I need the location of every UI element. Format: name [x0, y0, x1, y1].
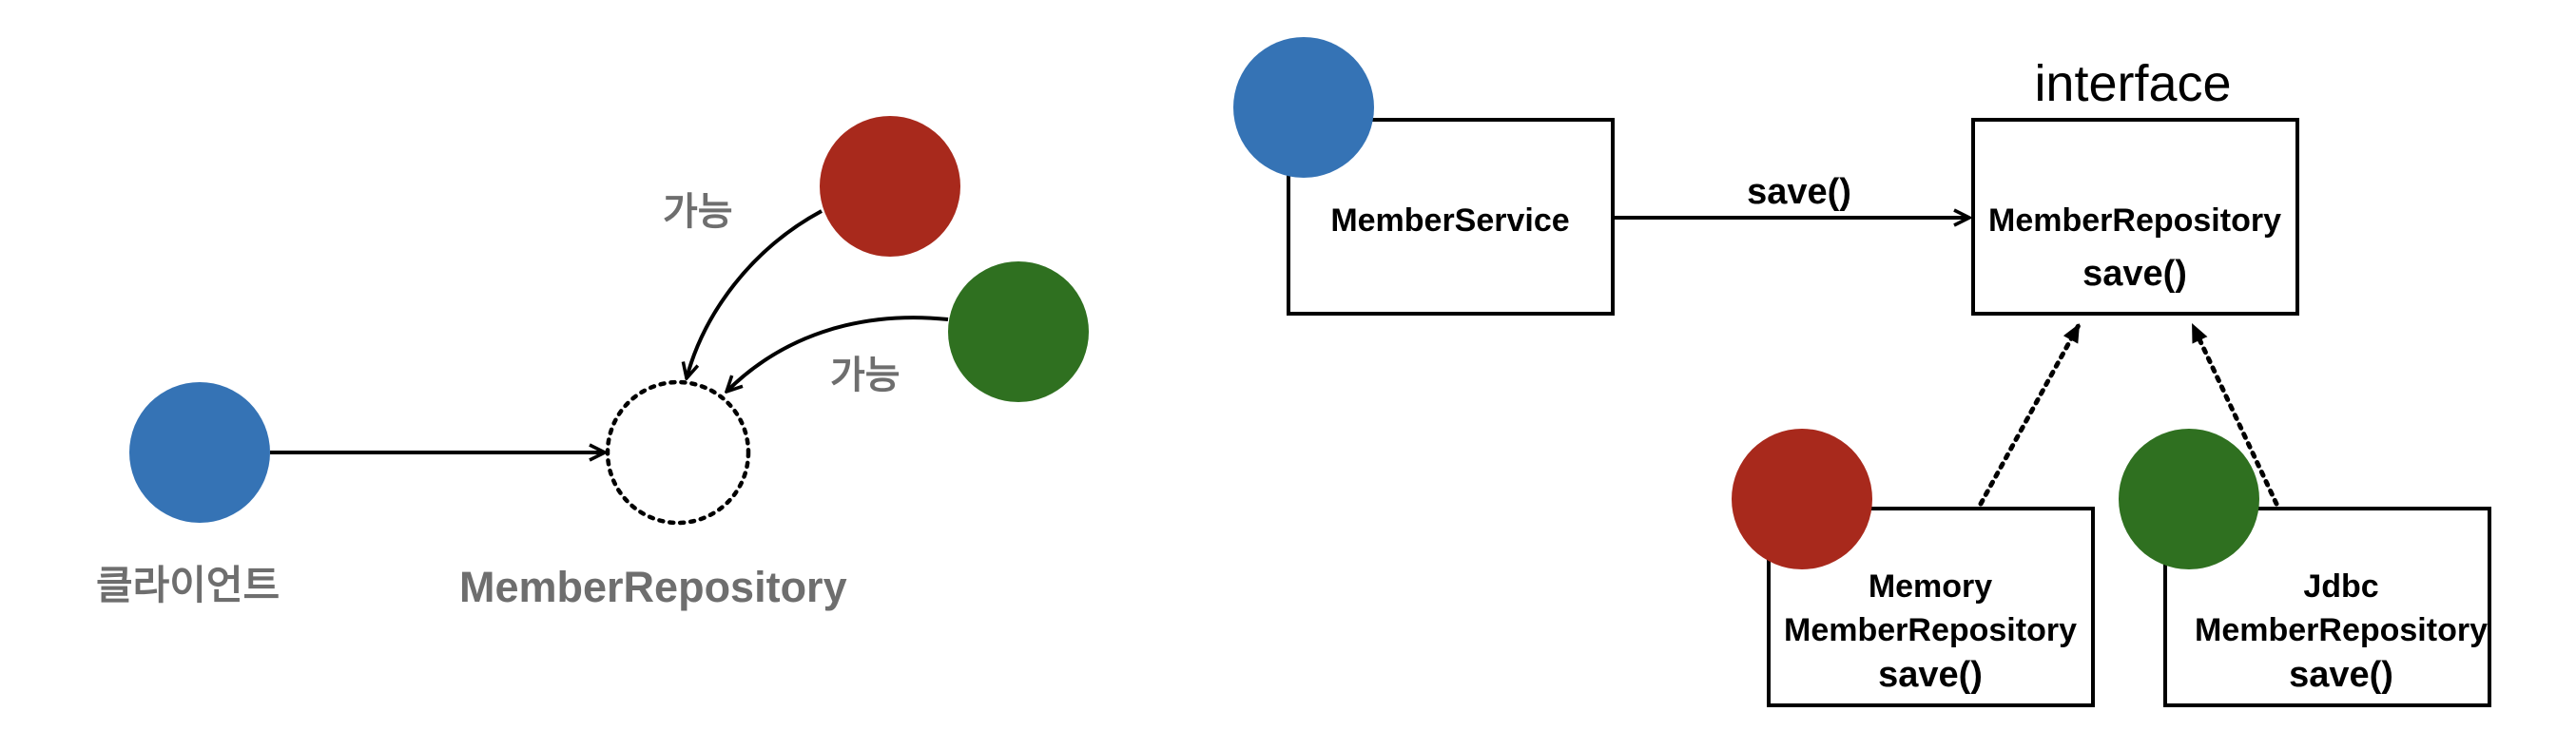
member-repository-name: MemberRepository [1988, 202, 2281, 239]
interface-label: interface [2034, 55, 2231, 112]
possible-label-red: 가능 [663, 190, 733, 234]
client-circle [129, 382, 270, 523]
repository-label: MemberRepository [459, 563, 847, 611]
client-label: 클라이언트 [96, 562, 280, 608]
jdbc-repository-circle [2119, 429, 2259, 569]
red-implementation-circle [820, 116, 960, 257]
green-to-placeholder-arrow [726, 316, 949, 392]
jdbc-repository-line1: Jdbc [2303, 568, 2378, 605]
memory-repository-line1: Memory [1869, 568, 1992, 605]
member-service-circle [1233, 37, 1374, 178]
member-repository-method: save() [2082, 254, 2187, 294]
repository-placeholder-circle [605, 379, 751, 526]
green-implementation-circle [948, 261, 1089, 402]
memory-repository-method: save() [1878, 655, 1983, 695]
jdbc-implements-arrow [2190, 322, 2279, 507]
memory-repository-line2: MemberRepository [1784, 612, 2077, 648]
red-to-placeholder-arrow [687, 209, 823, 378]
member-service-label: MemberService [1330, 202, 1569, 239]
possible-label-green: 가능 [830, 354, 901, 397]
memory-implements-arrow [1978, 322, 2082, 507]
memory-repository-circle [1732, 429, 1872, 569]
save-call-label: save() [1747, 172, 1851, 212]
jdbc-repository-line2: MemberRepository [2195, 612, 2488, 648]
jdbc-repository-method: save() [2289, 655, 2393, 695]
member-repository-interface-box [1971, 118, 2299, 316]
